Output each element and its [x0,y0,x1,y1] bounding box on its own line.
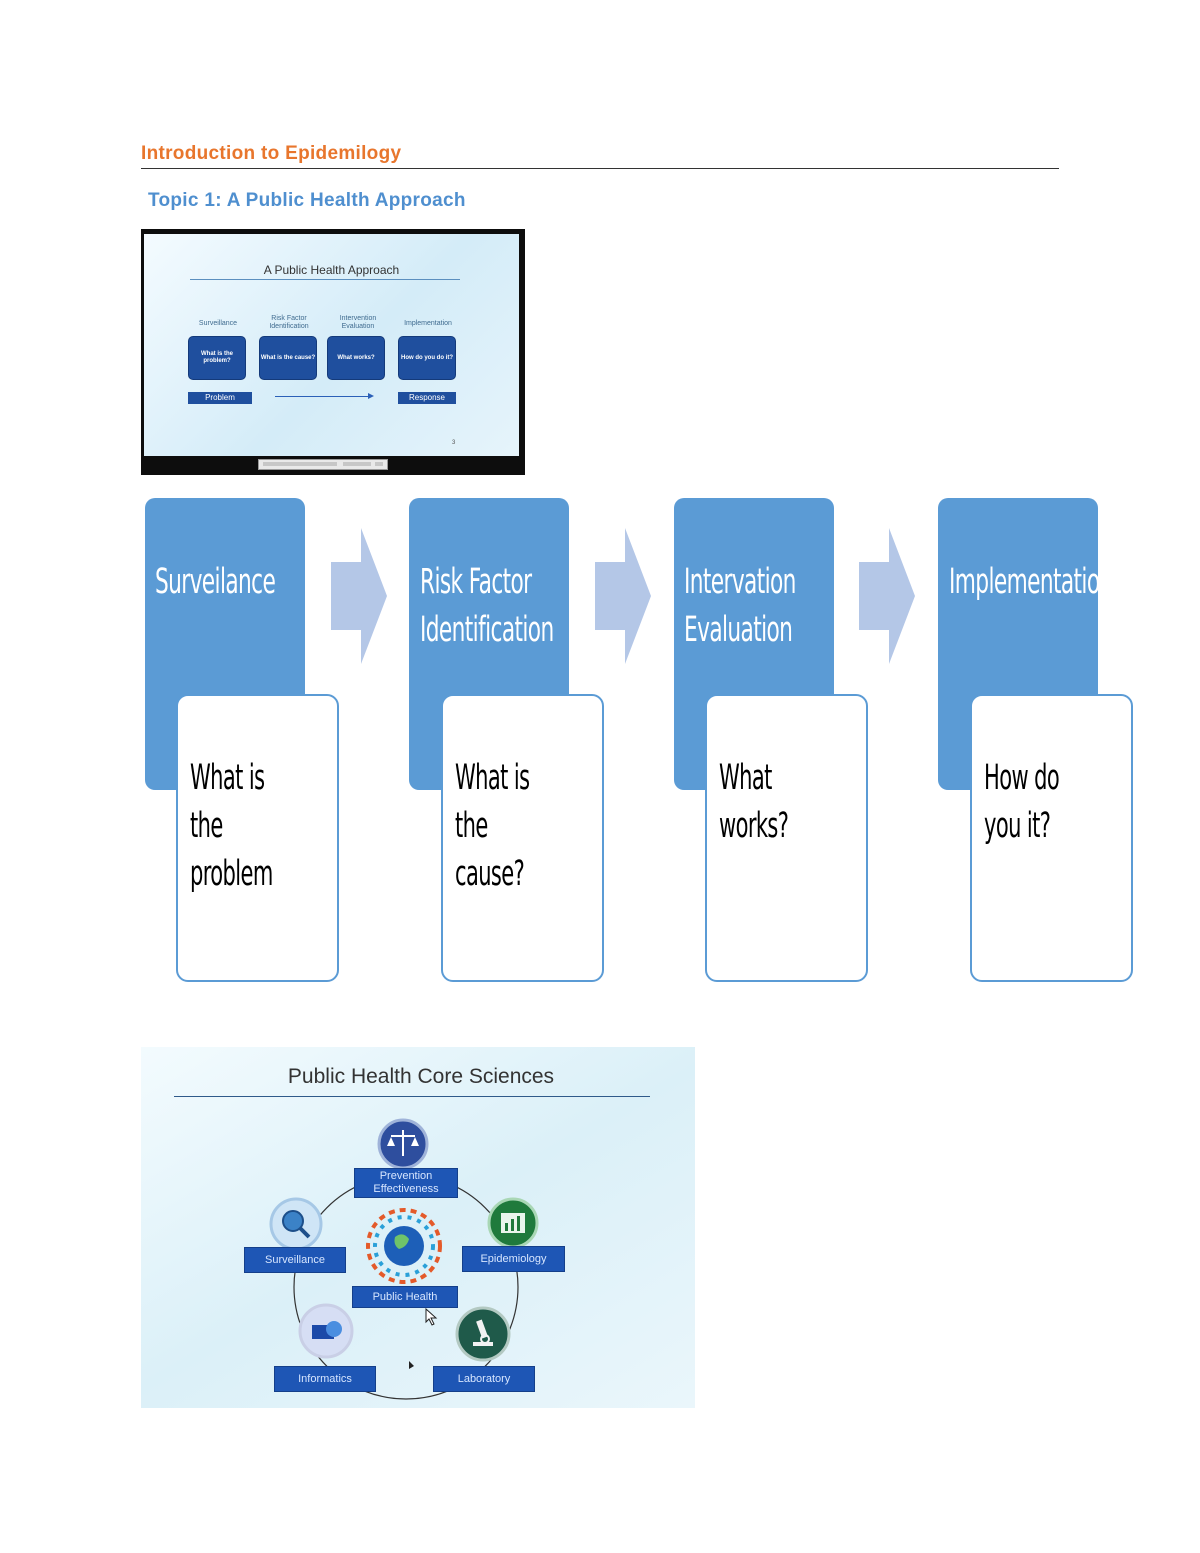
video-control-bar [258,459,388,470]
magnifier-globe-icon [269,1197,323,1251]
process-step-heading-label: Implementation [949,562,1113,602]
topic-heading: Topic 1: A Public Health Approach [148,190,466,211]
process-step-question: What works? [705,694,868,982]
slide-question-box: What works? [327,336,385,380]
process-step-question: How do you it? [970,694,1133,982]
chevron-arrow-icon [331,528,387,664]
slide-column-label: Implementation [404,320,452,327]
microscope-icon [455,1306,511,1362]
slide-column-label: Surveillance [198,320,238,327]
slide-public-health-approach: A Public Health Approach Surveillance Ri… [141,229,525,475]
node-label: Informatics [274,1366,376,1392]
slide-title: Public Health Core Sciences [287,1065,555,1088]
title-divider [141,168,1059,169]
process-step-heading-label: Surveilance [155,562,276,602]
slide-title: A Public Health Approach [263,263,400,277]
chevron-arrow-icon [595,528,651,664]
pointer-mark-icon [409,1361,414,1369]
node-label: Prevention Effectiveness [354,1168,458,1198]
response-tag: Response [398,392,456,404]
process-step-heading-label: Risk Factor Identification [420,562,554,650]
chart-icon [487,1197,539,1249]
problem-tag: Problem [188,392,252,404]
process-step-question: What is the cause? [441,694,604,982]
slide-question-box: How do you do it? [398,336,456,380]
chevron-arrow-icon [859,528,915,664]
slide-question-box: What is the problem? [188,336,246,380]
globe-people-icon [366,1208,442,1284]
process-step-question-label: What works? [719,758,789,846]
process-step-heading-label: Intervation Evaluation [684,562,796,650]
slide-page-number: 3 [452,440,456,446]
process-step-question: What is the problem [176,694,339,982]
process-step-question-label: What is the problem [190,758,273,894]
slide-question-box: What is the cause? [259,336,317,380]
node-label: Epidemiology [462,1246,565,1272]
center-label: Public Health [352,1286,458,1308]
slide-title-rule [190,279,460,280]
slide-column-label: Risk Factor Identification [269,315,309,330]
computer-icon [298,1303,354,1359]
document-title: Introduction to Epidemilogy [141,143,402,164]
node-label: Laboratory [433,1366,535,1392]
slide-column-label: Intervention Evaluation [339,315,377,330]
node-label: Surveillance [244,1247,346,1273]
arrowhead [368,393,374,399]
scales-icon [377,1118,429,1170]
slide-public-health-core-sciences: Public Health Core Sciences Public Healt… [141,1047,695,1408]
process-step-question-label: What is the cause? [455,758,530,894]
slide-screen: A Public Health Approach Surveillance Ri… [144,234,519,456]
problem-response-arrow [275,396,371,397]
mouse-cursor-icon [425,1308,438,1326]
process-step-question-label: How do you it? [984,758,1060,846]
slide-title-rule [174,1096,650,1097]
